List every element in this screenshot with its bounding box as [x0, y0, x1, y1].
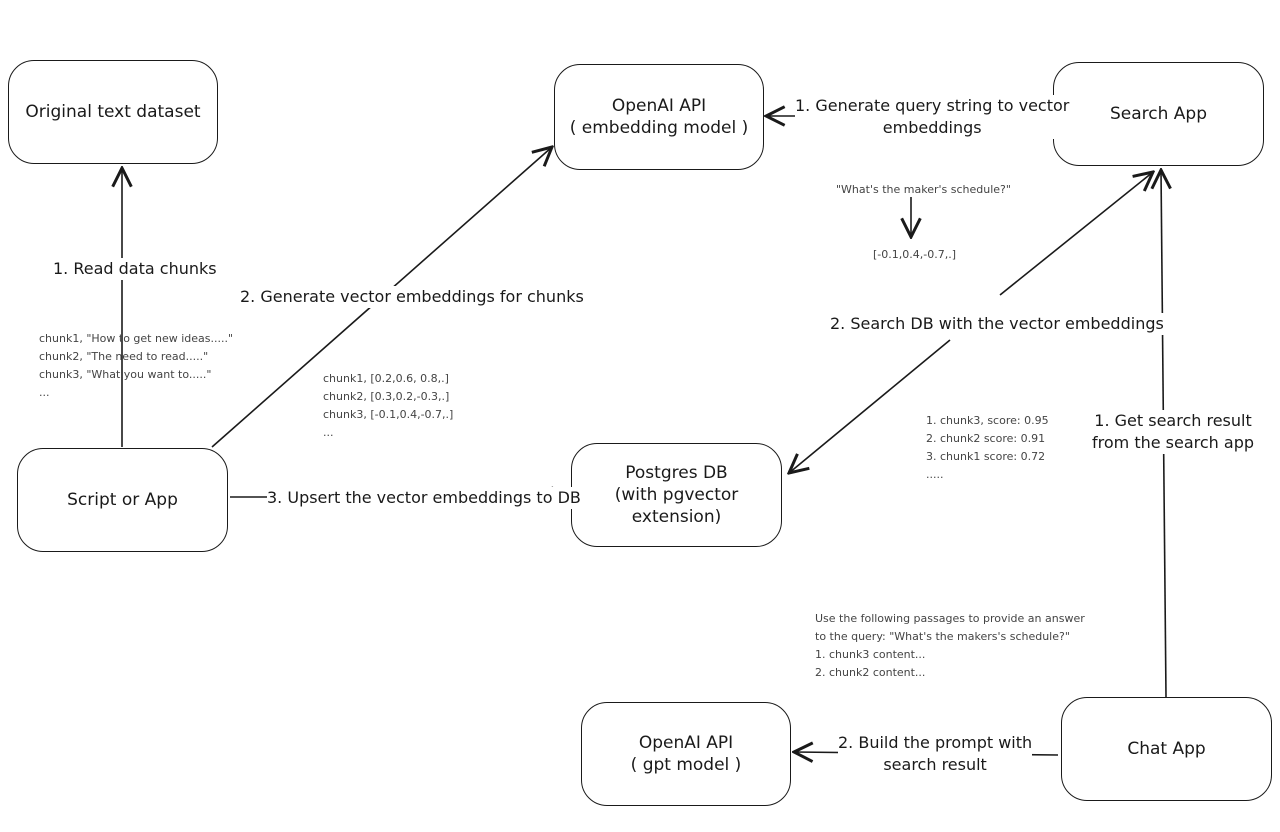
node-label: Script or App	[67, 490, 178, 510]
node-label: OpenAI API	[638, 733, 734, 753]
edge-label-line: 1. Generate query string to vector	[795, 96, 1070, 115]
node-label: Chat App	[1127, 739, 1206, 759]
edge-label-line: from the search app	[1092, 433, 1255, 452]
edge-label-generate-embeddings: 2. Generate vector embeddings for chunks	[240, 286, 584, 308]
note-line: 1. chunk3 content...	[815, 648, 926, 661]
edge-label-line: search result	[883, 755, 987, 774]
note-scores: 1. chunk3, score: 0.95 2. chunk2 score: …	[926, 412, 1049, 484]
note-query-vector: [-0.1,0.4,-0.7,.]	[873, 248, 956, 261]
note-line: chunk2, "The need to read....."	[39, 350, 209, 363]
edge-label-line: embeddings	[882, 118, 982, 137]
note-line: ...	[323, 426, 334, 439]
edge-label-line: 2. Build the prompt with	[838, 733, 1033, 752]
note-chunks-text: chunk1, "How to get new ideas....." chun…	[39, 330, 233, 402]
arrow-search-db-down	[789, 339, 951, 473]
note-prompt: Use the following passages to provide an…	[815, 610, 1085, 682]
node-search-app: Search App	[1053, 62, 1264, 166]
note-line: 3. chunk1 score: 0.72	[926, 450, 1046, 463]
note-line: Use the following passages to provide an…	[815, 612, 1085, 625]
note-line: 1. chunk3, score: 0.95	[926, 414, 1049, 427]
node-label: Search App	[1109, 104, 1208, 124]
node-label: OpenAI API	[611, 96, 707, 116]
note-line: 2. chunk2 content...	[815, 666, 926, 679]
node-sublabel: ( embedding model )	[569, 118, 749, 138]
note-line: chunk1, "How to get new ideas....."	[39, 332, 234, 345]
note-line: chunk3, "What you want to....."	[39, 368, 212, 381]
edge-label-build-prompt: 2. Build the prompt with search result	[838, 732, 1033, 776]
note-line: to the query: "What's the makers's sched…	[815, 630, 1070, 643]
note-line: chunk2, [0.3,0.2,-0.3,.]	[323, 390, 450, 403]
note-line: 2. chunk2 score: 0.91	[926, 432, 1046, 445]
note-line: chunk3, [-0.1,0.4,-0.7,.]	[323, 408, 454, 421]
node-sublabel: ( gpt model )	[630, 755, 742, 775]
arrow-search-db-up	[999, 172, 1153, 296]
edge-label-read-chunks: 1. Read data chunks	[53, 258, 217, 280]
note-line: .....	[926, 468, 944, 481]
note-chunks-vectors: chunk1, [0.2,0.6, 0.8,.] chunk2, [0.3,0.…	[323, 370, 453, 442]
edge-label-search-db: 2. Search DB with the vector embeddings	[830, 313, 1164, 335]
node-postgres: Postgres DB (with pgvector extension)	[571, 443, 782, 547]
node-openai-gpt: OpenAI API ( gpt model )	[581, 702, 791, 806]
edge-label-get-result: 1. Get search result from the search app	[1092, 410, 1255, 454]
node-script-app: Script or App	[17, 448, 228, 552]
edge-label-query-embed: 1. Generate query string to vector embed…	[795, 95, 1070, 139]
note-line: chunk1, [0.2,0.6, 0.8,.]	[323, 372, 449, 385]
node-label: Original text dataset	[25, 102, 201, 122]
note-query: "What's the maker's schedule?"	[836, 183, 1011, 196]
edge-label-line: 1. Get search result	[1094, 411, 1252, 430]
node-label: Postgres DB	[625, 463, 728, 483]
node-openai-embedding: OpenAI API ( embedding model )	[554, 64, 764, 170]
node-original-dataset: Original text dataset	[8, 60, 218, 164]
node-sublabel: (with pgvector extension)	[614, 485, 739, 527]
note-line: ...	[39, 386, 50, 399]
edge-label-upsert: 3. Upsert the vector embeddings to DB	[267, 487, 581, 509]
node-chat-app: Chat App	[1061, 697, 1272, 801]
